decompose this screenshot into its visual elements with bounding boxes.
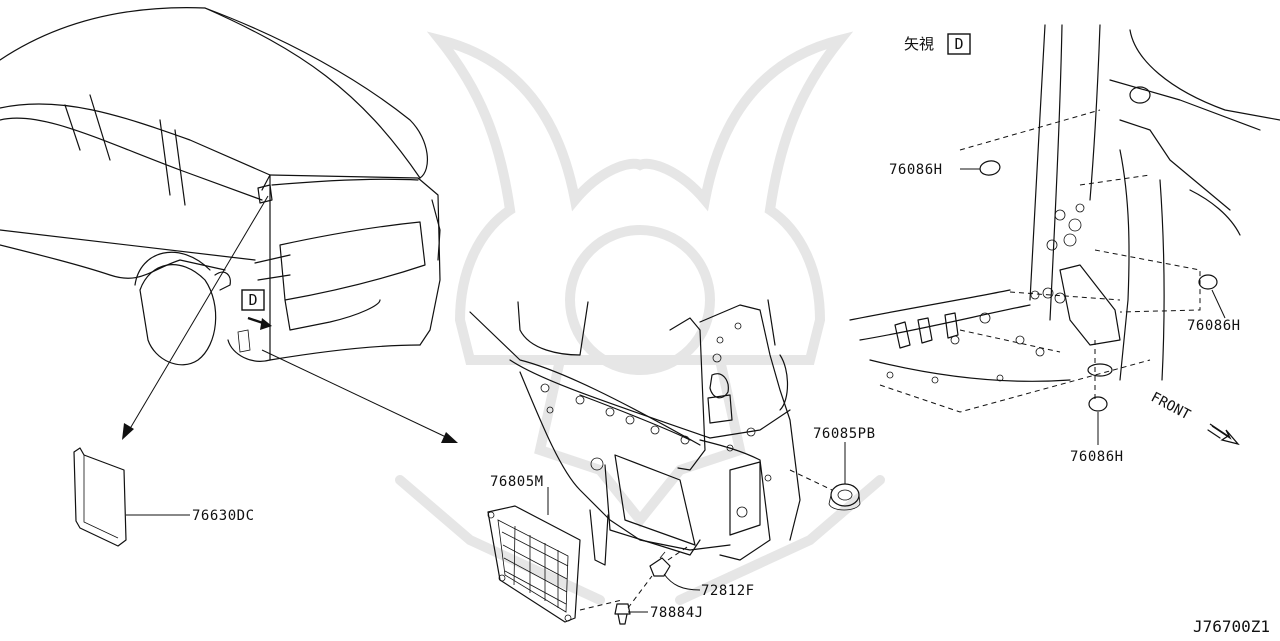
part-grommet-76086H-right[interactable] [1198,274,1218,290]
part-label-72812F[interactable]: 72812F [701,583,755,599]
part-label-78884J[interactable]: 78884J [650,605,704,621]
part-label-76805M[interactable]: 76805M [490,474,544,490]
assembly-lines [579,469,833,611]
view-title-prefix: 矢視 [904,35,934,53]
part-sheet-76630DC[interactable] [73,447,127,547]
front-indicator: FRONT [1148,389,1240,446]
part-label-76086H-bottom[interactable]: 76086H [1070,449,1124,465]
front-label: FRONT [1148,389,1193,423]
view-d-title: 矢視 D [904,33,971,55]
part-clip-72812F[interactable] [649,551,671,577]
view-marker-letter: D [248,291,257,309]
view-title-letter: D [954,35,963,53]
part-grommet-76086H-bottom[interactable] [1088,396,1108,412]
part-grille-76805M[interactable] [487,505,581,623]
view-d-detail [849,24,1280,413]
part-leaders [126,168,1226,613]
part-label-76085PB[interactable]: 76085PB [813,426,876,442]
part-label-76086H-top[interactable]: 76086H [889,162,943,178]
part-push-clip-78884J[interactable] [614,603,631,625]
inner-panel-illustration [469,299,801,566]
vehicle-rear-illustration [0,7,441,366]
watermark-emblem [395,31,885,605]
part-label-76086H-right[interactable]: 76086H [1187,318,1241,334]
view-marker: D [241,289,272,330]
part-label-76630DC[interactable]: 76630DC [192,508,255,524]
part-grommet-76086H-top[interactable] [979,159,1001,176]
figure-code: J76700Z1 [1193,617,1270,636]
part-labels: 76630DC 76805M 76085PB 72812F 78884J 760… [192,162,1241,621]
pointer-arrows [122,195,458,443]
